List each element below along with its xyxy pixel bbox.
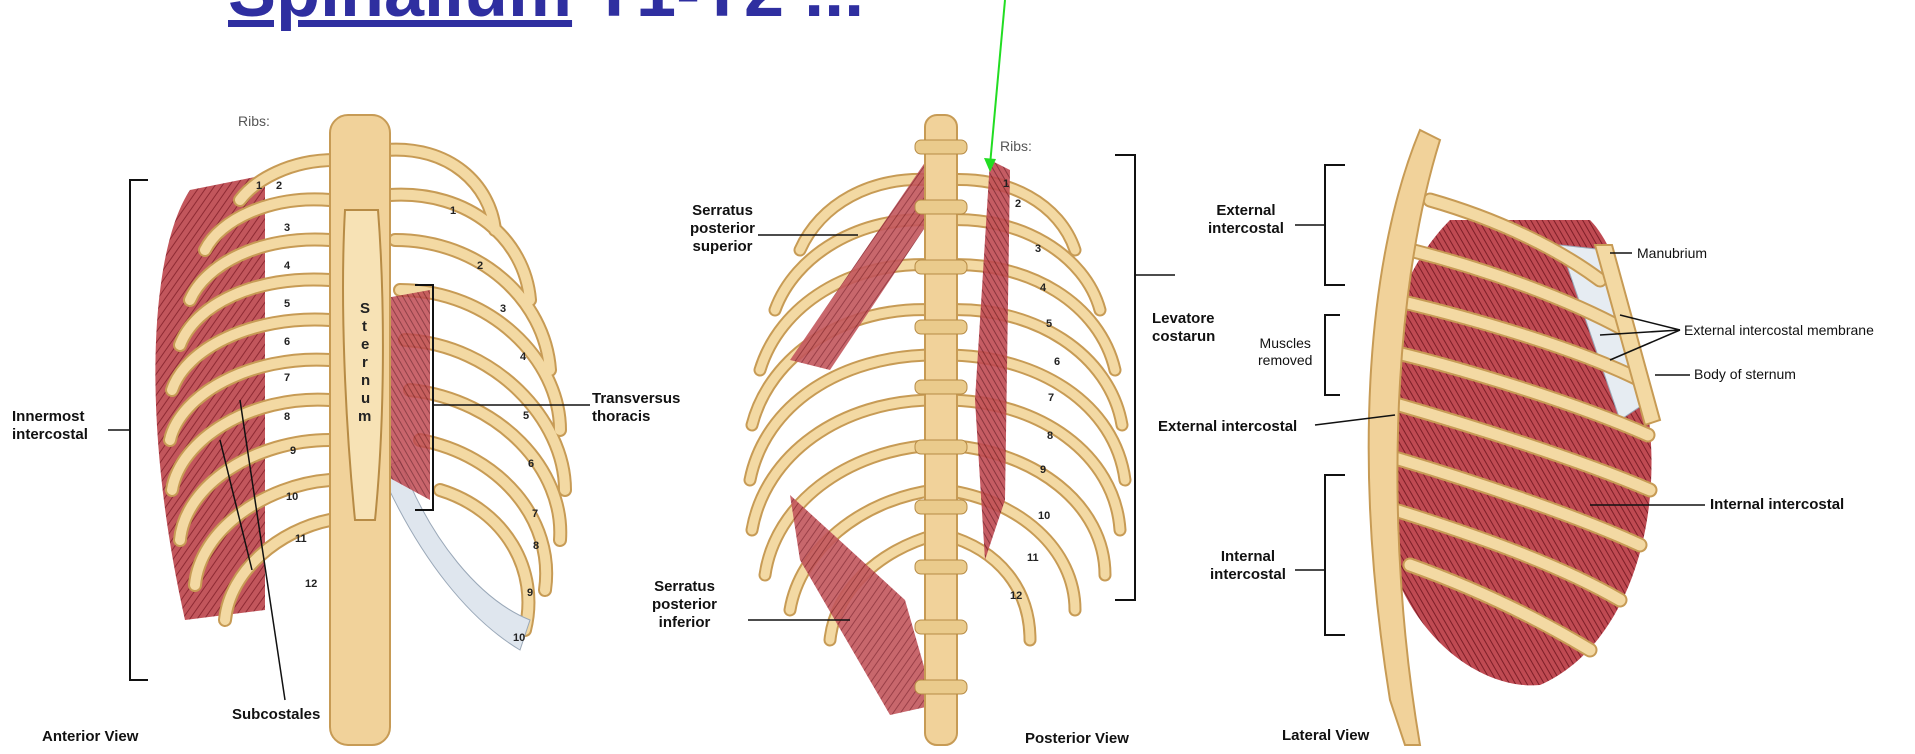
rib-number: 7	[284, 372, 290, 384]
innermost-intercostal-label: Innermost intercostal	[12, 408, 88, 444]
rib-number: 2	[276, 180, 282, 192]
serratus-posterior-superior-label: Serratus posterior superior	[690, 202, 755, 256]
posterior-ribs-label: Ribs:	[1000, 138, 1032, 154]
anterior-view-label: Anterior View	[42, 728, 138, 745]
rib-number: 5	[284, 298, 290, 310]
lateral-ribcage	[1295, 130, 1705, 745]
rib-number: 6	[528, 458, 534, 470]
rib-number: 6	[284, 336, 290, 348]
sternum-letter: e	[361, 336, 369, 353]
rib-number: 1	[1003, 178, 1009, 190]
posterior-ribcage	[748, 0, 1175, 745]
sternum-letter: n	[361, 372, 370, 389]
rib-number: 11	[1027, 552, 1039, 564]
rib-number: 6	[1054, 356, 1060, 368]
transversus-thoracis-label: Transversus thoracis	[592, 390, 680, 426]
external-intercostal-membrane-label: External intercostal membrane	[1684, 322, 1874, 339]
rib-number: 1	[450, 205, 456, 217]
body-of-sternum-label: Body of sternum	[1694, 366, 1796, 383]
rib-number: 10	[1038, 510, 1050, 522]
rib-number: 7	[532, 508, 538, 520]
rib-number: 2	[1015, 198, 1021, 210]
rib-number: 9	[1040, 464, 1046, 476]
internal-intercostal-right-label: Internal intercostal	[1710, 496, 1844, 514]
rib-number: 10	[513, 632, 525, 644]
rib-number: 7	[1048, 392, 1054, 404]
sternum-letter: u	[361, 390, 370, 407]
rib-number: 3	[1035, 243, 1041, 255]
subcostales-label: Subcostales	[232, 706, 320, 724]
serratus-posterior-inferior-muscle	[790, 495, 935, 715]
external-intercostal-top-label: External intercostal	[1208, 202, 1284, 238]
anterior-ribcage	[108, 115, 590, 745]
lateral-view-label: Lateral View	[1282, 727, 1369, 744]
sternum-letter: r	[362, 354, 368, 371]
rib-number: 12	[305, 578, 317, 590]
rib-number: 11	[295, 533, 307, 545]
rib-number: 9	[290, 445, 296, 457]
rib-number: 10	[286, 491, 298, 503]
rib-number: 4	[1040, 282, 1046, 294]
rib-number: 3	[500, 303, 506, 315]
sternum-letter: t	[362, 318, 367, 335]
rib-number: 4	[520, 351, 526, 363]
sternum-letter: m	[358, 408, 371, 425]
rib-number: 2	[477, 260, 483, 272]
external-intercostal-label: External intercostal	[1158, 418, 1297, 436]
sternum-letter: S	[360, 300, 370, 317]
rib-number: 5	[1046, 318, 1052, 330]
rib-number: 8	[533, 540, 539, 552]
anterior-ribs-label: Ribs:	[238, 113, 270, 129]
rib-number: 12	[1010, 590, 1022, 602]
rib-number: 3	[284, 222, 290, 234]
rib-number: 4	[284, 260, 290, 272]
rib-number: 8	[1047, 430, 1053, 442]
manubrium-label: Manubrium	[1637, 245, 1707, 262]
posterior-view-label: Posterior View	[1025, 730, 1129, 747]
rib-number: 5	[523, 410, 529, 422]
serratus-posterior-inferior-label: Serratus posterior inferior	[652, 578, 717, 632]
muscles-removed-label: Muscles removed	[1258, 335, 1312, 369]
rib-number: 9	[527, 587, 533, 599]
rib-number: 8	[284, 411, 290, 423]
levatores-costarum-label: Levatore costarun	[1152, 310, 1215, 346]
rib-number: 1	[256, 180, 262, 192]
internal-intercostal-left-label: Internal intercostal	[1210, 548, 1286, 584]
